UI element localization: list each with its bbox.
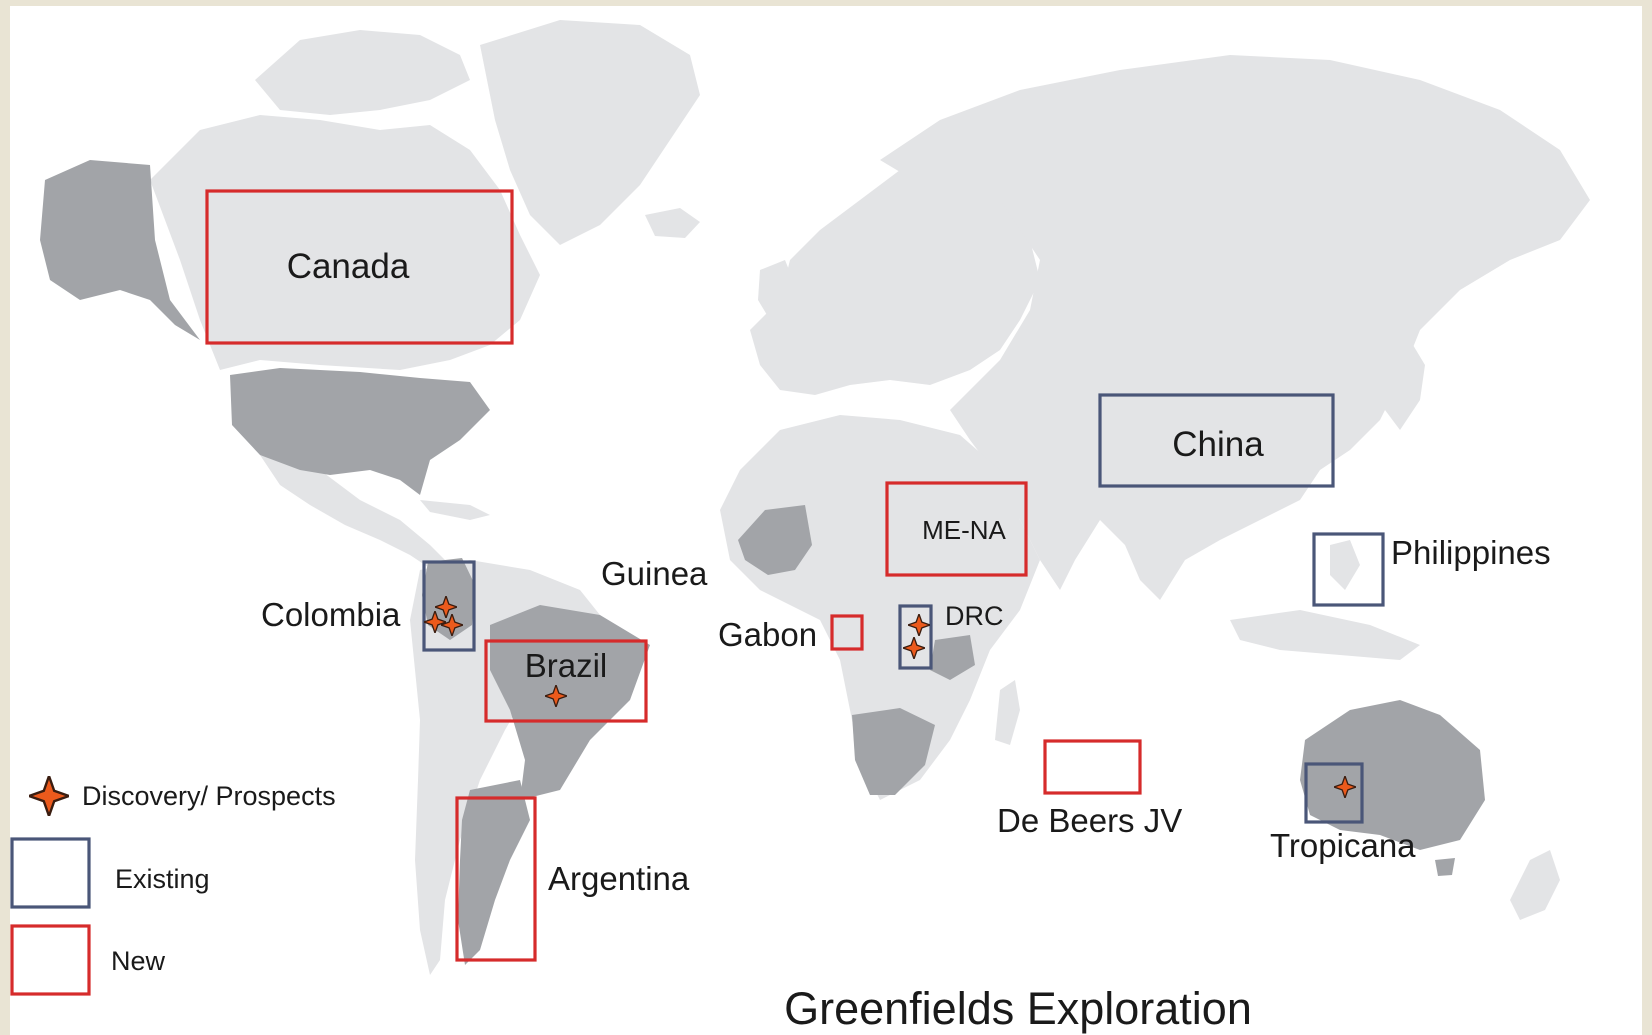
asia-land bbox=[880, 55, 1590, 600]
legend-new-label: New bbox=[111, 946, 166, 976]
argentina-box[interactable] bbox=[455, 796, 537, 962]
philippines-box[interactable] bbox=[1312, 532, 1385, 607]
argentina-label: Argentina bbox=[548, 860, 690, 897]
japan-land bbox=[1385, 340, 1425, 430]
arctic-islands bbox=[255, 30, 470, 115]
legend-star-icon bbox=[29, 776, 69, 816]
philippines-label: Philippines bbox=[1391, 534, 1551, 571]
south-america-north bbox=[410, 560, 600, 975]
china-label: China bbox=[1172, 425, 1264, 464]
brazil-box[interactable] bbox=[484, 639, 648, 723]
southern-africa-land bbox=[852, 708, 935, 795]
canada-land bbox=[150, 115, 540, 370]
indonesia-islands bbox=[1230, 610, 1420, 660]
legend-existing-swatch bbox=[10, 837, 91, 909]
colombia-box[interactable] bbox=[422, 560, 476, 652]
tropicana-label: Tropicana bbox=[1270, 827, 1416, 864]
argentina-land bbox=[458, 780, 530, 965]
guinea-region-land bbox=[738, 505, 812, 575]
tasmania-land bbox=[1435, 858, 1455, 876]
philippines-islands bbox=[1330, 540, 1360, 590]
iceland-land bbox=[645, 208, 700, 238]
mena-label: ME-NA bbox=[922, 515, 1006, 545]
brazil-land bbox=[490, 605, 650, 800]
exploration-areas bbox=[205, 189, 1385, 962]
region-labels: Canada China ME-NA Philippines Guinea Ga… bbox=[261, 247, 1551, 897]
legend-discovery-label: Discovery/ Prospects bbox=[82, 781, 336, 811]
drc-label: DRC bbox=[945, 601, 1004, 631]
china-box[interactable] bbox=[1098, 393, 1335, 488]
new-zealand-land bbox=[1510, 850, 1560, 920]
australia-land bbox=[1300, 700, 1485, 850]
gabon-label: Gabon bbox=[718, 616, 817, 653]
caribbean-islands bbox=[420, 500, 490, 520]
usa-land bbox=[230, 368, 490, 495]
europe-land bbox=[750, 160, 1040, 395]
east-africa-land bbox=[930, 635, 975, 680]
greenland-land bbox=[480, 20, 700, 245]
legend: Discovery/ Prospects Existing New bbox=[10, 776, 336, 996]
gabon-box[interactable] bbox=[830, 614, 864, 651]
central-america-land bbox=[260, 455, 450, 575]
madagascar-land bbox=[995, 680, 1020, 745]
alaska-land bbox=[40, 160, 200, 340]
uk-land bbox=[758, 260, 795, 320]
brazil-label: Brazil bbox=[525, 647, 608, 684]
guinea-label: Guinea bbox=[601, 555, 708, 592]
tropicana-box[interactable] bbox=[1304, 762, 1364, 824]
drc-box[interactable] bbox=[898, 604, 933, 670]
colombia-label: Colombia bbox=[261, 596, 401, 633]
legend-new-swatch bbox=[10, 924, 91, 996]
highlighted-land-layer bbox=[40, 160, 1485, 965]
mena-box[interactable] bbox=[885, 481, 1028, 577]
legend-existing-label: Existing bbox=[115, 864, 210, 894]
map-title: Greenfields Exploration bbox=[784, 983, 1252, 1034]
canada-box[interactable] bbox=[205, 189, 514, 345]
canada-label: Canada bbox=[287, 247, 410, 286]
debeers-box[interactable] bbox=[1043, 739, 1142, 795]
debeers-label: De Beers JV bbox=[997, 802, 1182, 839]
